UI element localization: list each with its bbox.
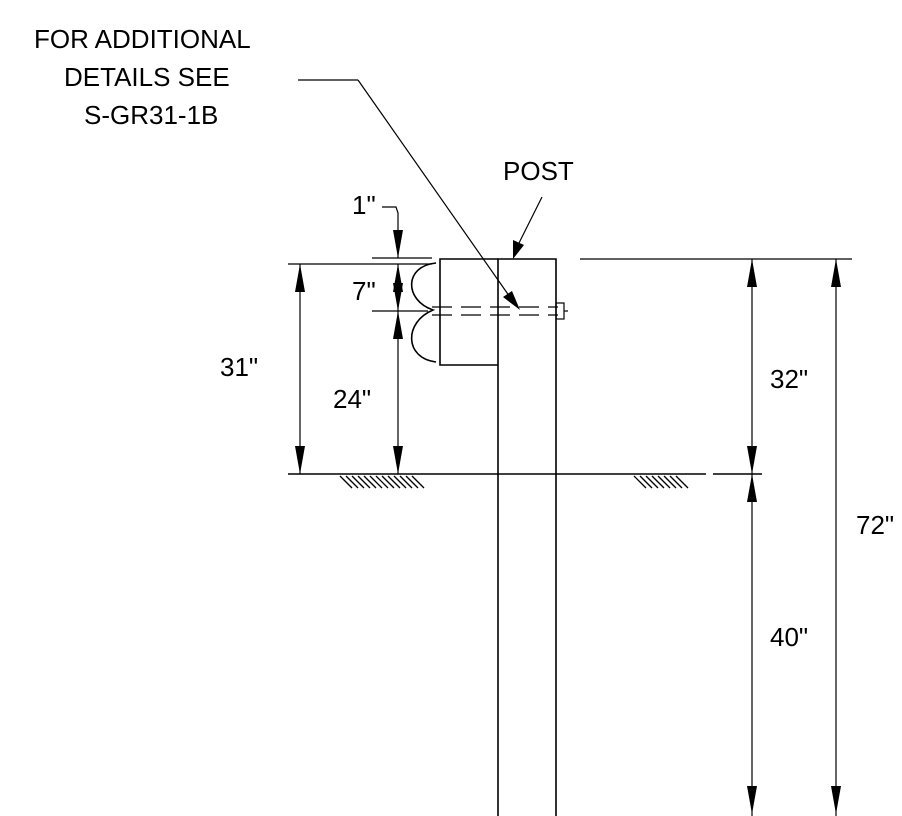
note-line-2: DETAILS SEE (64, 62, 230, 92)
ground-hatch-right (633, 475, 689, 489)
extension-lines (288, 257, 852, 312)
dimension-7 (393, 264, 403, 311)
dim-24-label: 24" (333, 384, 371, 414)
dim-72-label: 72" (856, 510, 894, 540)
blockout (439, 258, 498, 366)
note-line-3: S-GR31-1B (84, 100, 219, 130)
w-beam-rail (410, 262, 437, 363)
post (497, 258, 557, 816)
dimension-1 (382, 206, 403, 258)
dim-1-label: 1" (352, 190, 376, 220)
dim-31-label: 31" (220, 352, 258, 382)
dimension-40 (747, 474, 757, 816)
post-label: POST (503, 156, 574, 186)
bolt (432, 302, 568, 320)
note-line-1: FOR ADDITIONAL (34, 24, 251, 54)
dimension-32 (747, 259, 757, 474)
dimension-24 (393, 311, 403, 474)
post-leader (513, 196, 543, 259)
dim-32-label: 32" (770, 364, 808, 394)
dim-7-label: 7" (352, 276, 376, 306)
dimension-31 (295, 264, 305, 474)
ground-hatch-left (339, 475, 425, 489)
note-leader (298, 79, 520, 310)
dim-40-label: 40" (770, 622, 808, 652)
dimension-72 (831, 259, 841, 816)
